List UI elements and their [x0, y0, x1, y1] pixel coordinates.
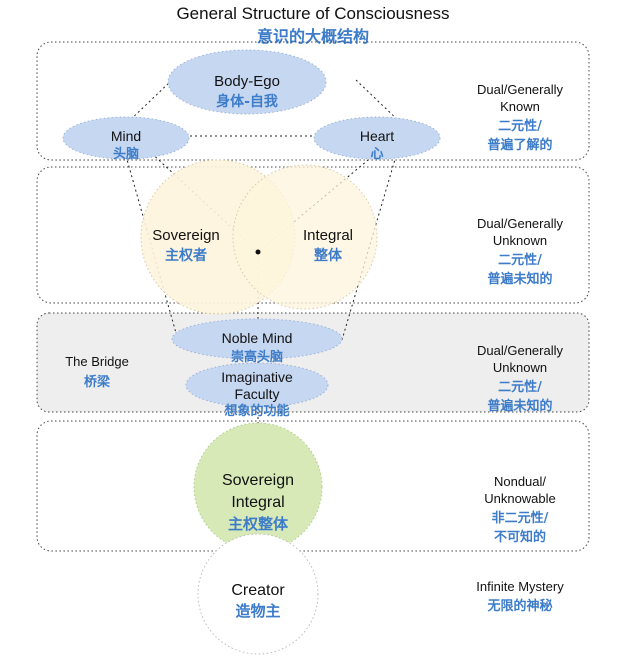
noble-mind-label-zh: 崇高头脑 — [231, 349, 283, 365]
layer1-label-zh-2: 普遍了解的 — [487, 137, 552, 153]
layer2-label-en-1: Dual/Generally — [477, 216, 563, 231]
imaginative-faculty-label-zh: 想象的功能 — [224, 403, 289, 419]
heart-label-zh: 心 — [370, 147, 383, 162]
layer1-label-en-2: Known — [500, 99, 540, 114]
imaginative-faculty-label-en-1: Imaginative — [221, 369, 293, 385]
layer1-label-zh-1: 二元性/ — [498, 118, 542, 134]
title-zh: 意识的大概结构 — [257, 27, 369, 46]
creator-label-en: Creator — [231, 582, 285, 599]
noble-mind-ellipse — [171, 318, 343, 360]
heart-ellipse — [313, 116, 441, 160]
layer-box-1 — [36, 41, 590, 161]
noble-mind-label-en: Noble Mind — [222, 330, 293, 346]
layer5-label-zh: 无限的神秘 — [486, 598, 552, 614]
sovereign-integral-label-en-2: Integral — [231, 494, 284, 511]
sovereign-integral-label-en-1: Sovereign — [222, 472, 294, 489]
layer4-label-zh-2: 不可知的 — [494, 529, 546, 545]
layer3-label-en-1: Dual/Generally — [477, 343, 563, 358]
layer3-label-en-2: Unknown — [493, 360, 547, 375]
creator-circle — [197, 533, 319, 655]
layer-box-4 — [36, 420, 590, 552]
body-ego-label-zh: 身体-自我 — [216, 93, 278, 110]
imaginative-faculty-label-en-2: Faculty — [234, 386, 279, 402]
layer4-label-zh-1: 非二元性/ — [492, 510, 549, 526]
integral-circle — [232, 164, 378, 310]
bridge-label-en: The Bridge — [65, 354, 129, 369]
body-ego-ellipse — [167, 49, 327, 115]
imaginative-faculty-ellipse — [185, 362, 329, 408]
layer5-label-en: Infinite Mystery — [476, 579, 564, 594]
mind-label-en: Mind — [111, 128, 141, 144]
layer2-label-zh-2: 普遍未知的 — [487, 271, 552, 287]
bridge-label-zh: 桥梁 — [84, 374, 111, 390]
layer2-label-zh-1: 二元性/ — [498, 252, 542, 268]
layer3-label-zh-1: 二元性/ — [498, 379, 542, 395]
layer4-label-en-1: Nondual/ — [494, 474, 546, 489]
layer1-label-en-1: Dual/Generally — [477, 82, 563, 97]
heart-label-en: Heart — [360, 128, 394, 144]
mind-ellipse — [62, 116, 190, 160]
title-en: General Structure of Consciousness — [176, 4, 449, 23]
layer4-label-en-2: Unknowable — [484, 491, 556, 506]
body-ego-label-en: Body-Ego — [214, 73, 280, 90]
sovereign-label-en: Sovereign — [152, 227, 220, 244]
sovereign-integral-label-zh: 主权整体 — [228, 515, 289, 533]
layer3-label-zh-2: 普遍未知的 — [487, 398, 552, 414]
layer2-label-en-2: Unknown — [493, 233, 547, 248]
sovereign-label-zh: 主权者 — [165, 247, 207, 264]
integral-label-en: Integral — [303, 227, 353, 244]
integral-label-zh: 整体 — [313, 247, 343, 264]
center-point — [255, 249, 261, 255]
creator-label-zh: 造物主 — [235, 602, 280, 620]
mind-label-zh: 头脑 — [113, 146, 139, 162]
